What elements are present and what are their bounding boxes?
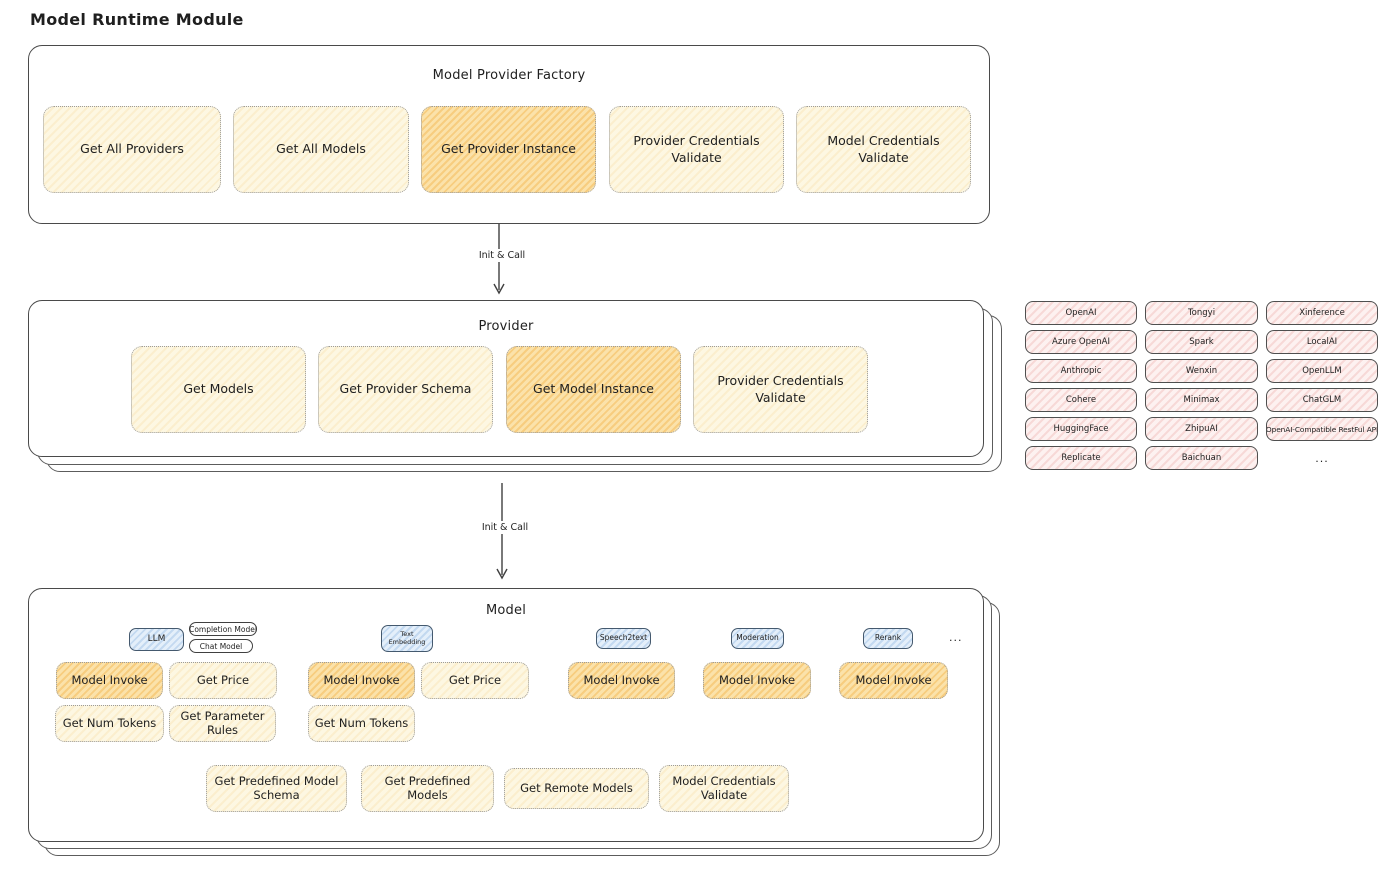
providers-grid: OpenAI Tongyi Xinference Azure OpenAI Sp… xyxy=(1025,301,1378,470)
node-model-invoke-llm: Model Invoke xyxy=(56,662,163,699)
node-model-invoke-embedding: Model Invoke xyxy=(308,662,415,699)
node-get-predefined-model-schema: Get Predefined Model Schema xyxy=(206,765,347,812)
factory-frame: Model Provider Factory Get All Providers… xyxy=(28,45,990,224)
tag-rerank: Rerank xyxy=(863,628,913,649)
node-get-price-llm: Get Price xyxy=(169,662,277,699)
tag-llm: LLM xyxy=(129,628,184,651)
provider-chip: Baichuan xyxy=(1145,446,1258,470)
provider-chip: Xinference xyxy=(1266,301,1378,325)
provider-frame: Provider Get Models Get Provider Schema … xyxy=(28,300,984,457)
provider-chip: OpenAI xyxy=(1025,301,1137,325)
provider-chip: HuggingFace xyxy=(1025,417,1137,441)
providers-grid-ellipsis: ... xyxy=(1315,451,1329,465)
provider-chip: Anthropic xyxy=(1025,359,1137,383)
provider-chip: Cohere xyxy=(1025,388,1137,412)
provider-chip: ChatGLM xyxy=(1266,388,1378,412)
tag-speech2text: Speech2text xyxy=(596,628,651,649)
provider-chip: LocalAI xyxy=(1266,330,1378,354)
node-model-credentials-validate-model: Model Credentials Validate xyxy=(659,765,789,812)
node-provider-credentials-validate-2: Provider Credentials Validate xyxy=(693,346,868,433)
page-title: Model Runtime Module xyxy=(30,10,244,29)
tag-chat-model: Chat Model xyxy=(189,639,253,653)
node-model-credentials-validate: Model Credentials Validate xyxy=(796,106,971,193)
provider-chip: ZhipuAI xyxy=(1145,417,1258,441)
node-get-num-tokens-llm: Get Num Tokens xyxy=(55,705,164,742)
model-tags-ellipsis: ... xyxy=(949,631,963,644)
provider-chip: Wenxin xyxy=(1145,359,1258,383)
node-model-invoke-speech2text: Model Invoke xyxy=(568,662,675,699)
provider-chip: OpenAI-Compatible RestFul API xyxy=(1266,417,1378,441)
provider-chip: OpenLLM xyxy=(1266,359,1378,383)
node-model-invoke-moderation: Model Invoke xyxy=(703,662,811,699)
arrow-label-init-call-2: Init & Call xyxy=(472,521,538,534)
provider-title: Provider xyxy=(478,319,534,334)
tag-moderation: Moderation xyxy=(731,628,784,649)
node-get-all-providers: Get All Providers xyxy=(43,106,221,193)
node-get-model-instance: Get Model Instance xyxy=(506,346,681,433)
node-get-models: Get Models xyxy=(131,346,306,433)
tag-text-embedding: Text Embedding xyxy=(381,625,433,652)
node-get-all-models: Get All Models xyxy=(233,106,409,193)
provider-chip: Tongyi xyxy=(1145,301,1258,325)
node-provider-credentials-validate: Provider Credentials Validate xyxy=(609,106,784,193)
provider-chip: Replicate xyxy=(1025,446,1137,470)
node-get-price-embedding: Get Price xyxy=(421,662,529,699)
model-title: Model xyxy=(485,603,527,618)
node-get-provider-schema: Get Provider Schema xyxy=(318,346,493,433)
node-get-provider-instance: Get Provider Instance xyxy=(421,106,596,193)
node-model-invoke-rerank: Model Invoke xyxy=(839,662,948,699)
node-get-remote-models: Get Remote Models xyxy=(504,768,649,809)
provider-chip: Azure OpenAI xyxy=(1025,330,1137,354)
provider-chip: Minimax xyxy=(1145,388,1258,412)
factory-title: Model Provider Factory xyxy=(432,68,586,83)
arrow-label-init-call-1: Init & Call xyxy=(469,249,535,262)
tag-completion-model: Completion Model xyxy=(189,622,257,636)
node-get-predefined-models: Get Predefined Models xyxy=(361,765,494,812)
model-frame: Model LLM Completion Model Chat Model Te… xyxy=(28,588,984,842)
node-get-parameter-rules: Get Parameter Rules xyxy=(169,705,276,742)
provider-chip: Spark xyxy=(1145,330,1258,354)
node-get-num-tokens-embedding: Get Num Tokens xyxy=(308,705,415,742)
